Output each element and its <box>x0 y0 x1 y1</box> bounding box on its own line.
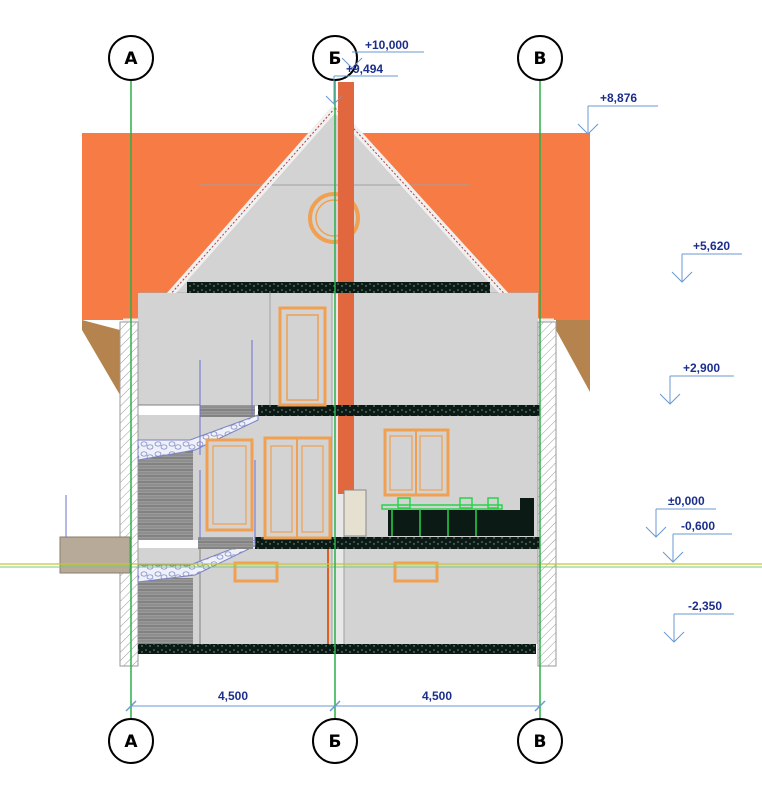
roof-right-slope <box>355 133 590 320</box>
elevation-mark-9494: +9,494 <box>325 62 398 105</box>
elevation-mark-minus-0600: -0,600 <box>662 519 732 563</box>
elevation-label: -2,350 <box>688 599 722 613</box>
elevation-mark-2900: +2,900 <box>659 361 734 405</box>
axis-marker-top-b: Б <box>312 35 358 81</box>
roof-left-slope <box>82 133 315 320</box>
eave-right <box>556 320 590 392</box>
basement-window-right <box>393 561 439 583</box>
slab-ground-floor <box>255 537 540 549</box>
axis-label: Б <box>329 49 342 69</box>
elevation-label: ±0,000 <box>668 494 705 508</box>
axis-marker-top-a: А <box>108 35 154 81</box>
floor-slabs <box>138 282 540 654</box>
furniture <box>381 497 534 536</box>
axis-label: А <box>124 49 138 69</box>
axis-label: В <box>534 49 547 69</box>
elevation-label: +2,900 <box>683 361 720 375</box>
stair-flight-basement <box>138 578 193 644</box>
wall-right <box>537 321 557 667</box>
eave-left <box>82 320 120 395</box>
ground-line <box>0 563 762 568</box>
elevation-mark-0000: ±0,000 <box>645 494 716 538</box>
axis-label: Б <box>329 732 342 752</box>
wall-left <box>119 321 139 667</box>
staircase <box>137 340 259 644</box>
elevation-marks: +10,000 +9,494 +8,876 +5,620 +2,900 <box>325 38 742 643</box>
stair-landing-lower <box>137 539 256 583</box>
basement-window-left <box>233 561 279 583</box>
axis-label: А <box>124 732 138 752</box>
stair-window <box>205 438 254 532</box>
axis-label: В <box>534 732 547 752</box>
dining-set <box>381 504 503 510</box>
stair-landing-upper <box>137 414 259 461</box>
elevation-label: +5,620 <box>693 239 730 253</box>
dimension-label: 4,500 <box>422 689 452 703</box>
elevation-label: +8,876 <box>600 91 637 105</box>
slab-second-floor <box>258 405 540 416</box>
slab-attic <box>187 282 490 293</box>
elevation-mark-5620: +5,620 <box>671 239 742 283</box>
sofa <box>388 510 534 536</box>
elevation-mark-10000: +10,000 <box>341 38 424 69</box>
elevation-label: +9,494 <box>346 62 383 76</box>
elevation-mark-8876: +8,876 <box>577 91 658 135</box>
slab-basement <box>138 644 536 654</box>
dimension-line: 4,500 4,500 <box>125 689 546 712</box>
stair-flight-ground <box>138 450 193 540</box>
grid-axes: А Б В А Б В <box>108 35 563 764</box>
windows-doors <box>205 306 450 583</box>
roof <box>82 133 590 395</box>
dimension-label: 4,500 <box>218 689 248 703</box>
axis-marker-bottom-b: Б <box>312 718 358 764</box>
axis-marker-bottom-a: А <box>108 718 154 764</box>
axis-marker-top-v: В <box>517 35 563 81</box>
fireplace <box>343 489 367 537</box>
porch-step <box>59 536 131 574</box>
elevation-label: +10,000 <box>365 38 409 52</box>
elevation-mark-minus-2350: -2,350 <box>663 599 734 643</box>
elevation-label: -0,600 <box>681 519 715 533</box>
axis-marker-bottom-v: В <box>517 718 563 764</box>
